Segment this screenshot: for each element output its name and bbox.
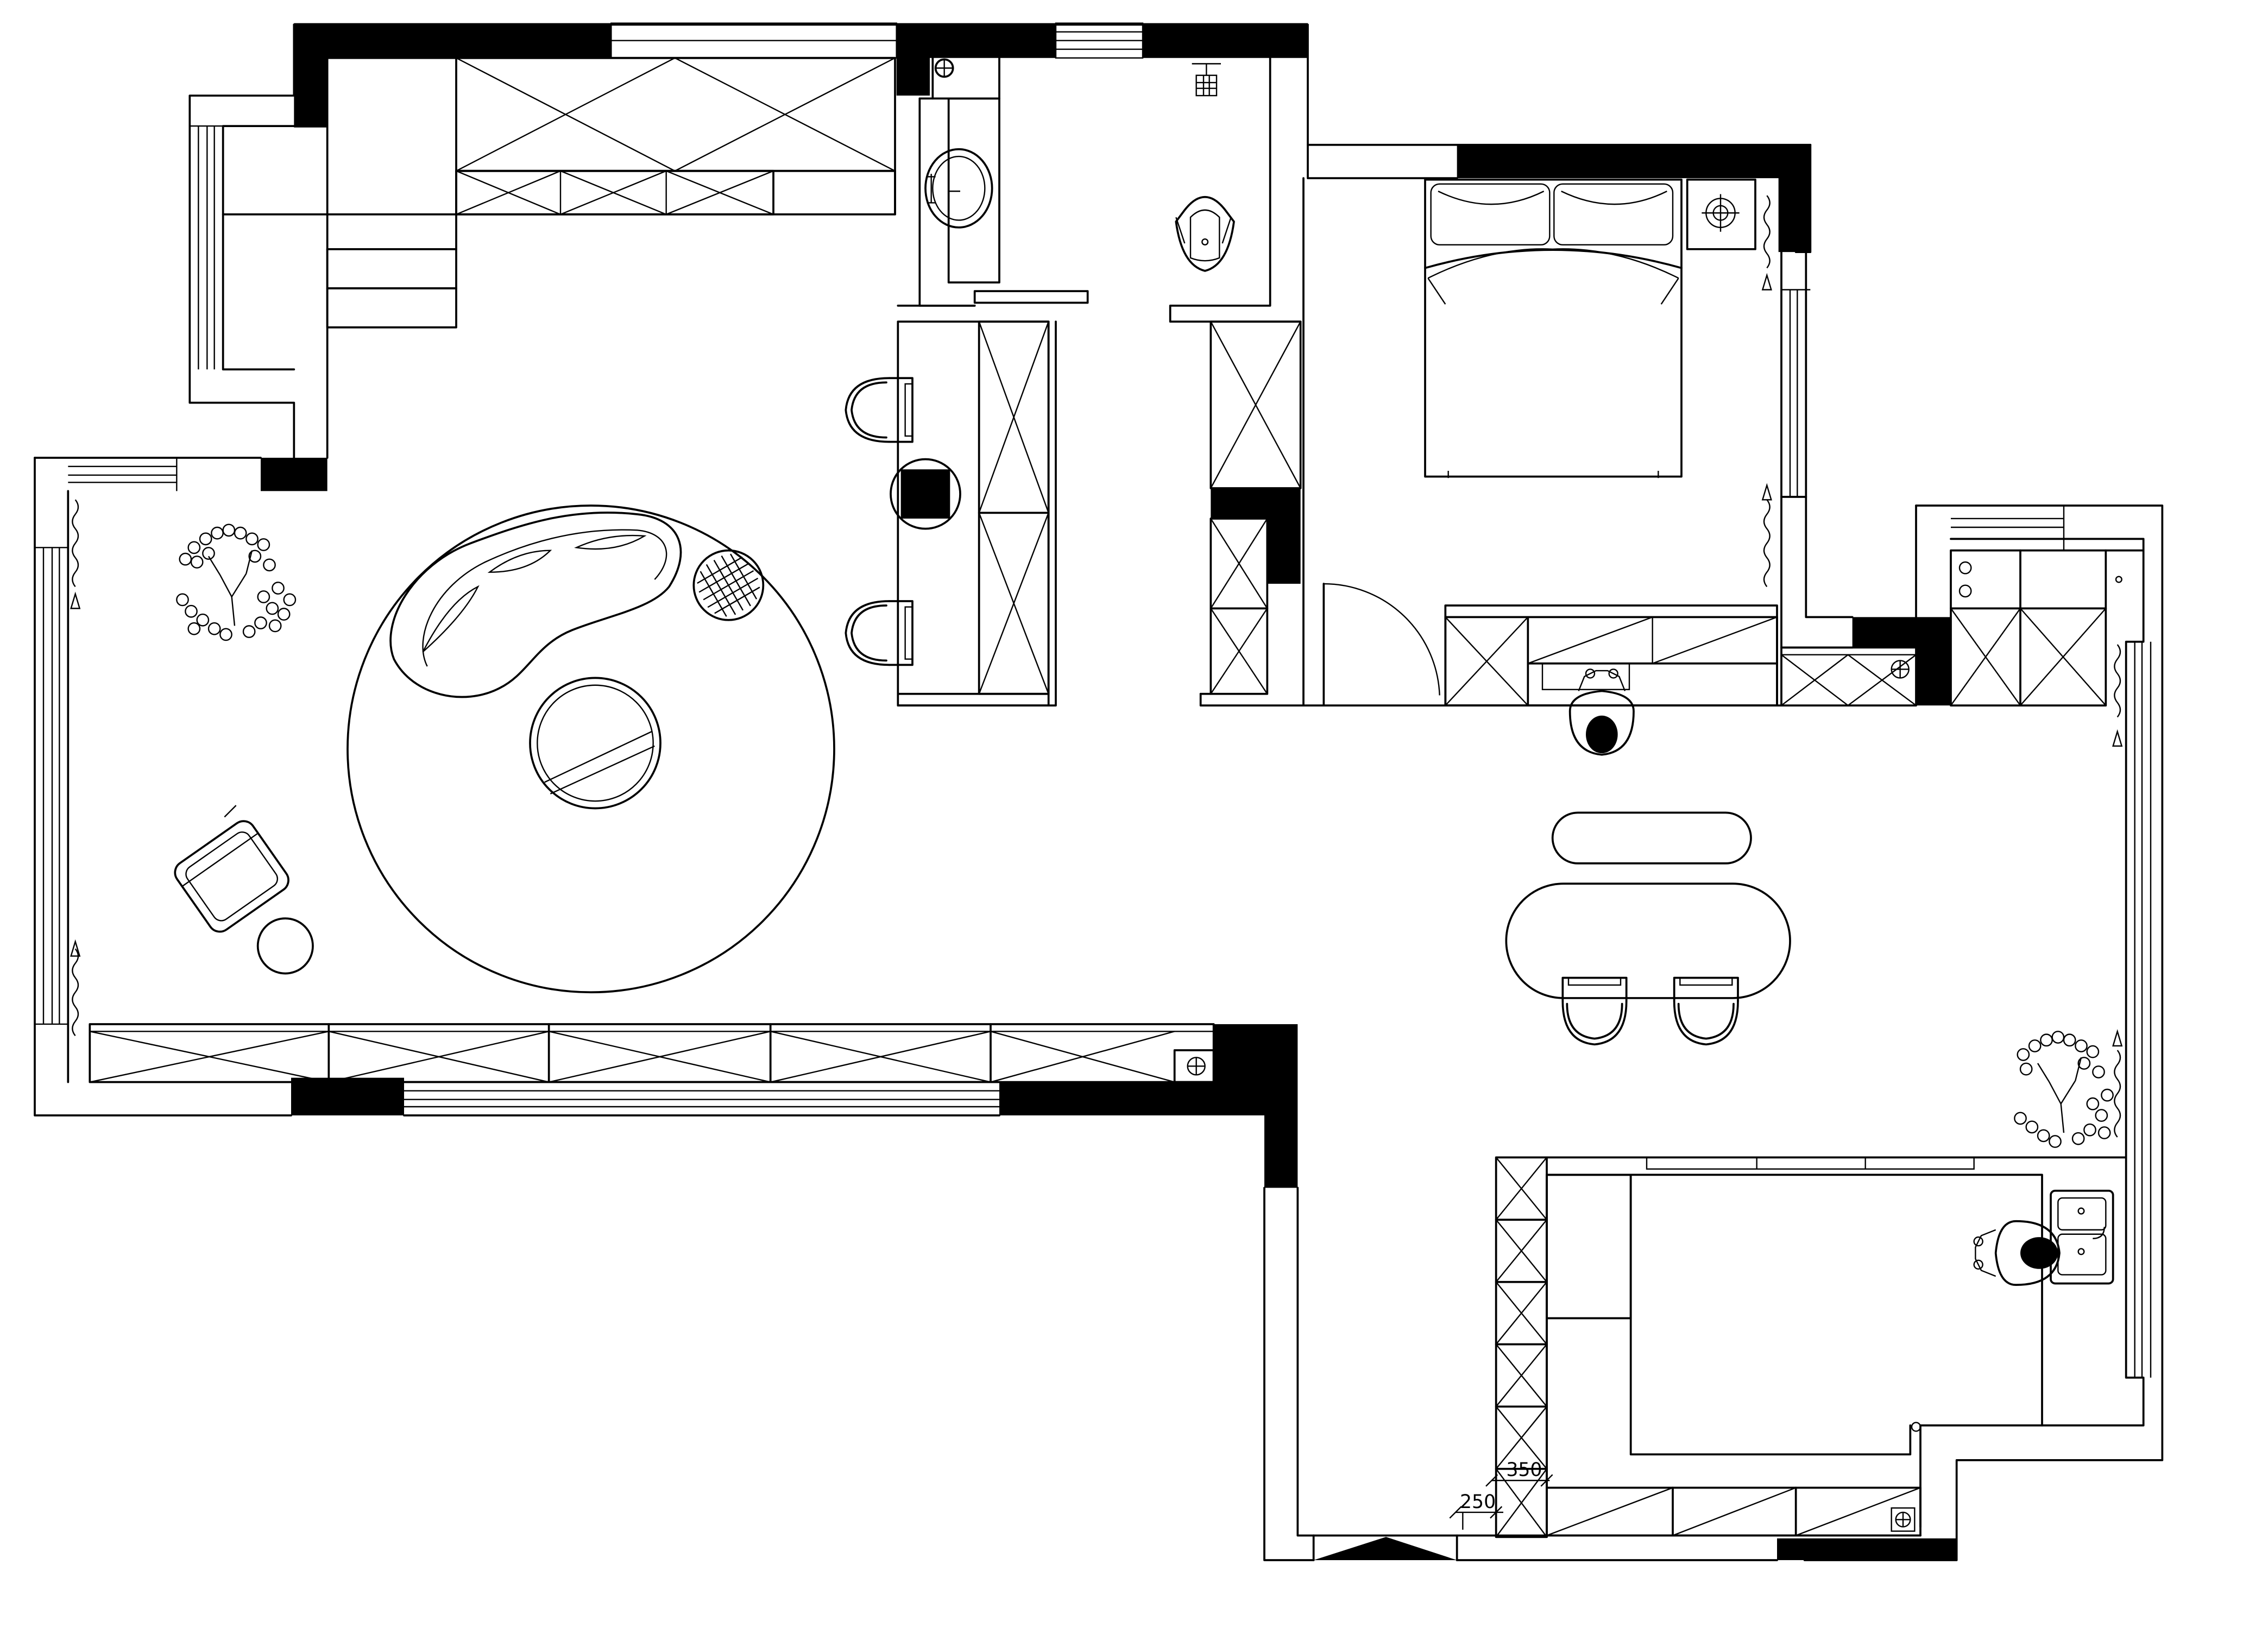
plant-right (2014, 1031, 2114, 1148)
exterior-walls (34, 23, 2164, 1561)
bedroom (1302, 178, 1782, 706)
dimension-marks: 350 250 (1449, 1459, 1553, 1530)
plant-left (176, 523, 297, 641)
center-wardrobe (1199, 320, 1305, 706)
kitchen (1495, 1156, 2127, 1538)
person-desk (1568, 668, 1635, 756)
curtains (70, 195, 2123, 1138)
right-storage (1780, 549, 2145, 706)
dimension-label-350: 350 (1506, 1459, 1542, 1481)
living-room-furniture (174, 504, 835, 994)
person-kitchen (1973, 1220, 2061, 1286)
bathroom (897, 58, 1235, 307)
bar-counter (845, 320, 1057, 706)
dimension-label-250: 250 (1460, 1491, 1496, 1513)
windows (35, 22, 2152, 1378)
living-tv-cabinet (89, 1023, 1215, 1083)
dining-area (1505, 811, 1791, 1046)
top-wardrobe (222, 56, 896, 329)
structural-columns (261, 23, 1957, 1560)
